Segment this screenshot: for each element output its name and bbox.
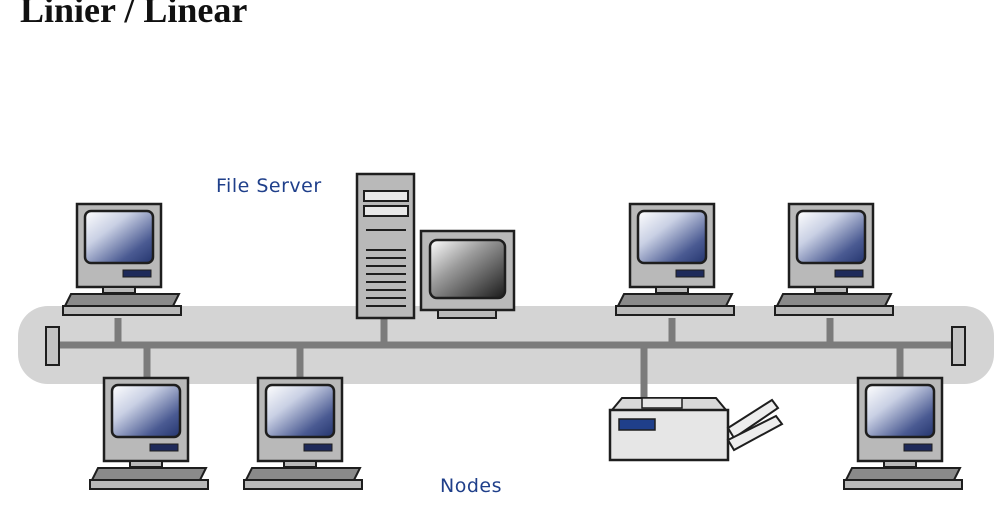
bus-terminator-left <box>45 326 60 366</box>
desktop-computer-icon <box>614 202 736 317</box>
printer-icon <box>608 397 784 462</box>
file-server-tower-icon <box>355 172 416 320</box>
desktop-computer-icon <box>61 202 183 317</box>
desktop-computer-icon <box>842 376 964 491</box>
server-monitor-icon <box>419 229 516 319</box>
desktop-computer-icon <box>773 202 895 317</box>
bus-cabling <box>52 318 962 398</box>
nodes-label: Nodes <box>440 475 502 497</box>
desktop-computer-icon <box>88 376 210 491</box>
file-server-label: File Server <box>216 175 322 197</box>
page-title: Linier / Linear <box>20 0 248 30</box>
desktop-computer-icon <box>242 376 364 491</box>
bus-terminator-right <box>951 326 966 366</box>
